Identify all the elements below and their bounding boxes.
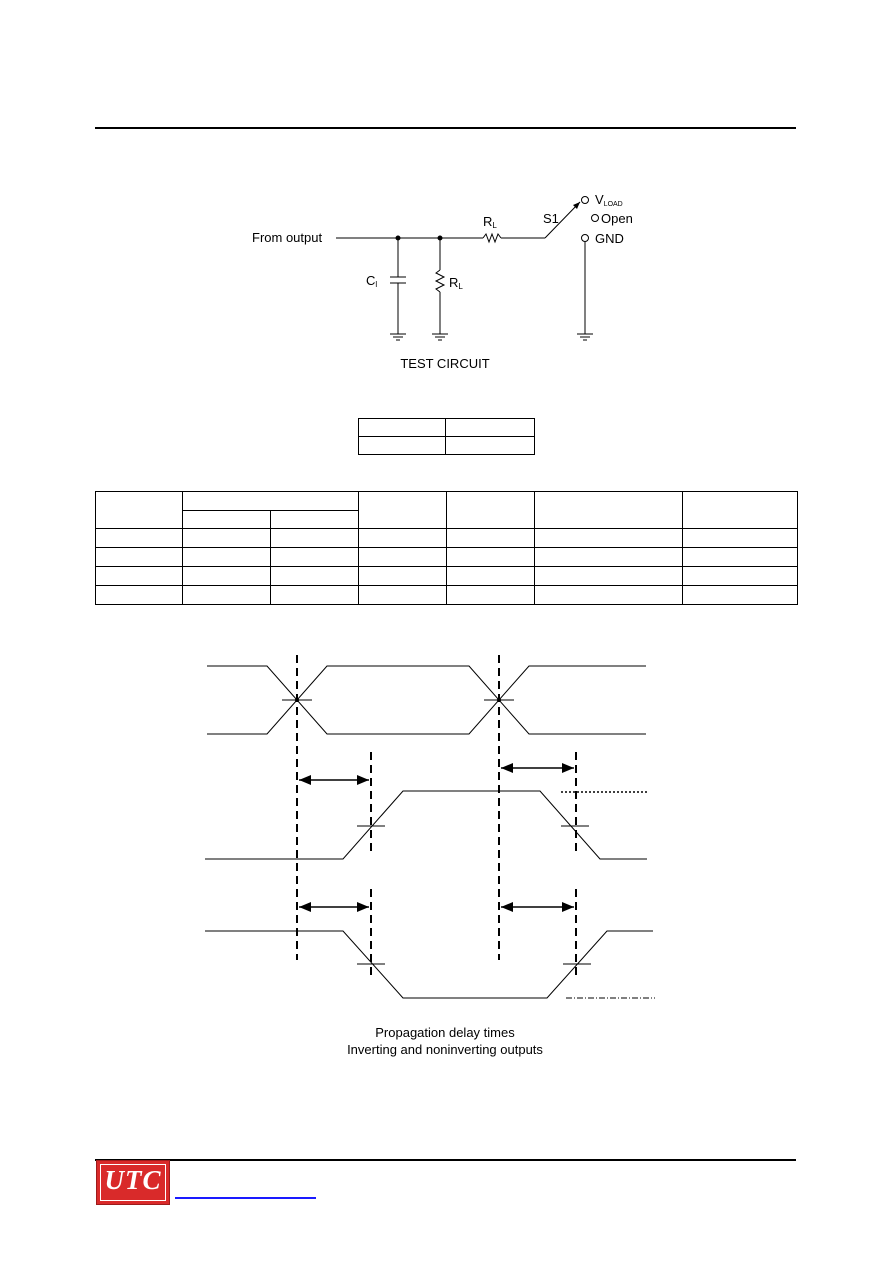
logo-text: UTC: [104, 1165, 162, 1195]
footer-rule: [95, 1159, 796, 1161]
switch-label: S1: [543, 211, 559, 226]
table-row: [95, 491, 798, 529]
table-cell: [95, 547, 183, 567]
gnd-label: GND: [595, 231, 624, 246]
table-cell: [682, 491, 798, 529]
table-cell: [95, 585, 183, 605]
table-cell: [446, 491, 535, 529]
vload-label: VLOAD: [595, 192, 623, 208]
table-cell: [182, 528, 271, 548]
timing-caption-line2: Inverting and noninverting outputs: [347, 1042, 543, 1057]
table-cell: [95, 528, 183, 548]
table-cell: [445, 436, 535, 455]
table-row: [96, 510, 798, 529]
table-cell: [534, 585, 683, 605]
table-cell: [358, 436, 446, 455]
table-cell: [182, 510, 271, 529]
header-rule: [95, 127, 796, 129]
test-circuit-diagram: From output Cl RL RL S1 VLOAD Open GND T…: [252, 192, 633, 371]
table-cell: [358, 585, 447, 605]
table-row: [95, 547, 798, 567]
inverting-output-waveform: [205, 930, 653, 999]
table-row: [95, 566, 798, 586]
table-cell: [682, 547, 798, 567]
table-row: [358, 418, 535, 437]
utc-logo: UTC: [96, 1160, 170, 1205]
table-row: [358, 436, 535, 455]
open-label: Open: [601, 211, 633, 226]
table-row: [95, 528, 798, 548]
test-circuit-caption: TEST CIRCUIT: [400, 356, 489, 371]
table-cell: [270, 585, 359, 605]
large-table: [95, 491, 798, 605]
table-cell: [682, 528, 798, 548]
table-cell: [358, 528, 447, 548]
table-cell: [446, 585, 535, 605]
shunt-resistor-label: RL: [449, 275, 463, 291]
table-cell: [182, 585, 271, 605]
table-cell: [270, 547, 359, 567]
table-cell: [534, 491, 683, 529]
table-cell: [270, 510, 359, 529]
timing-caption-line1: Propagation delay times: [375, 1025, 515, 1040]
small-table: [358, 418, 535, 455]
table-cell: [95, 491, 183, 529]
table-cell: [534, 547, 683, 567]
from-output-label: From output: [252, 230, 322, 245]
table-cell: [270, 566, 359, 586]
table-cell: [95, 566, 183, 586]
table-cell: [358, 491, 447, 529]
input-waveform-high: [207, 665, 646, 735]
table-cell: [682, 566, 798, 586]
table-cell: [182, 566, 271, 586]
table-cell: [446, 528, 535, 548]
table-cell: [358, 566, 447, 586]
table-cell: [534, 566, 683, 586]
table-cell: [358, 418, 446, 437]
website-link[interactable]: [175, 1197, 316, 1199]
table-cell: [182, 547, 271, 567]
table-cell: [534, 528, 683, 548]
table-cell: [182, 491, 359, 511]
timing-diagram: Propagation delay times Inverting and no…: [205, 655, 655, 1057]
table-cell: [446, 547, 535, 567]
capacitor-label: Cl: [366, 273, 377, 289]
table-row: [95, 585, 798, 605]
table-cell: [682, 585, 798, 605]
series-resistor-label: RL: [483, 214, 497, 230]
input-waveform-low: [207, 665, 646, 735]
table-cell: [446, 566, 535, 586]
table-cell: [445, 418, 535, 437]
noninverting-output-waveform: [205, 790, 647, 860]
logo-border: [100, 1164, 166, 1201]
table-cell: [270, 528, 359, 548]
table-cell: [358, 547, 447, 567]
